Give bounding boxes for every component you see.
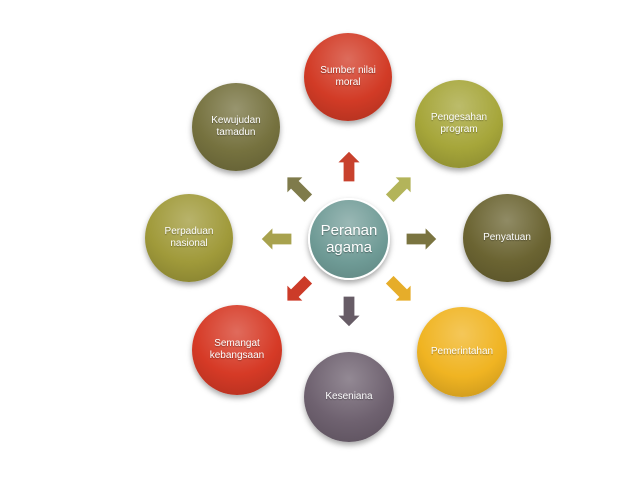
node-semangat-kebangsaan: Semangat kebangsaan [192,305,282,395]
node-pemerintahan: Pemerintahan [417,307,507,397]
arrow-shape [286,274,314,302]
node-label: Penyatuan [483,232,531,243]
arrow-shape [405,225,438,253]
node-label: Sumber nilai moral [320,65,376,88]
node-perpaduan-nasional: Perpaduan nasional [145,194,233,282]
node-label: Keseniana [325,391,373,402]
arrow-shape [335,150,363,183]
arrow-to-pengesahan-program [384,176,412,204]
node-keseniana: Keseniana [304,352,394,442]
arrow-to-kewujudan-tamadun [286,176,314,204]
arrow-to-pemerintahan [384,274,412,302]
arrow-to-semangat-kebangsaan [286,274,314,302]
arrow-to-penyatuan [405,225,438,253]
node-label: Pengesahan program [430,112,488,135]
node-label: Semangat kebangsaan [209,338,265,361]
node-sumber-nilai-moral: Sumber nilai moral [304,33,392,121]
node-kewujudan-tamadun: Kewujudan tamadun [192,83,280,171]
node-label: Pemerintahan [430,346,494,357]
arrow-shape [384,274,412,302]
arrow-to-perpaduan-nasional [260,225,293,253]
arrow-shape [286,176,314,204]
node-pengesahan-program: Pengesahan program [415,80,503,168]
center-node-peranan-agama: Peranan agama [308,198,390,280]
arrow-shape [260,225,293,253]
node-label: Kewujudan tamadun [211,115,261,138]
node-penyatuan: Penyatuan [463,194,551,282]
arrow-shape [335,295,363,328]
node-label: Perpaduan nasional [164,226,214,249]
center-node-label: Peranan agama [320,222,378,256]
arrow-to-sumber-nilai-moral [335,150,363,183]
arrow-to-keseniana [335,295,363,328]
arrow-shape [384,176,412,204]
